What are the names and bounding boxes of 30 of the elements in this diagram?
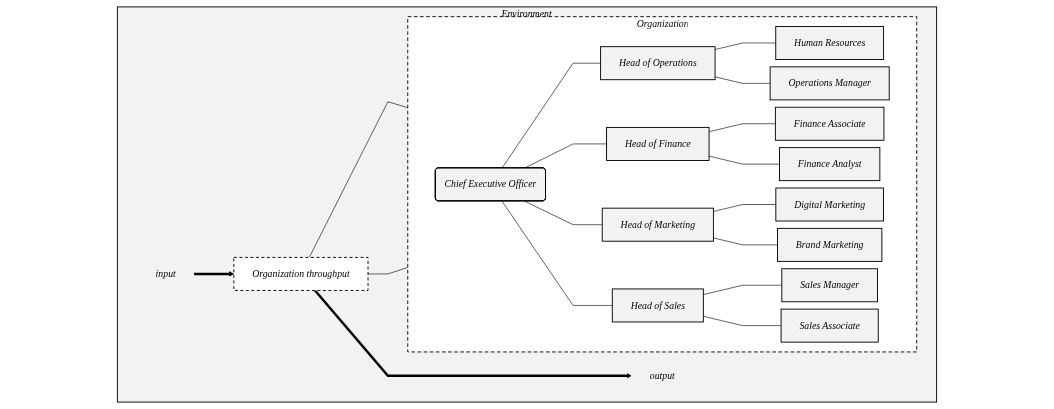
connector [501, 62, 601, 169]
node-box: Sales Manager [781, 268, 878, 303]
node-box: Head of Operations [600, 46, 716, 81]
node-box: Head of Finance [606, 126, 710, 161]
node-text: output [649, 370, 675, 381]
connector [703, 316, 782, 326]
node-box: Head of Sales [611, 288, 704, 323]
connector [703, 284, 783, 295]
connector [714, 42, 777, 50]
node-box: Operations Manager [769, 66, 890, 101]
node-box: Finance Analyst [779, 147, 881, 182]
node-box: Digital Marketing [775, 187, 884, 222]
node-box: Brand Marketing [777, 227, 883, 262]
connector [524, 200, 603, 225]
connector [501, 200, 613, 306]
connector [708, 123, 776, 133]
arrow [194, 271, 235, 277]
connector [713, 237, 778, 246]
connector [367, 267, 409, 275]
connector [714, 76, 771, 84]
node-box: Organization throughput [233, 256, 369, 291]
arrow [314, 289, 632, 379]
node-text: input [155, 268, 176, 279]
connector [708, 155, 780, 165]
connector [713, 204, 777, 212]
node-box: Finance Associate [774, 106, 885, 141]
node-box: Human Resources [775, 26, 885, 60]
node-box: Sales Associate [780, 308, 879, 343]
connector [308, 101, 409, 258]
node-box: Head of Marketing [601, 207, 714, 242]
